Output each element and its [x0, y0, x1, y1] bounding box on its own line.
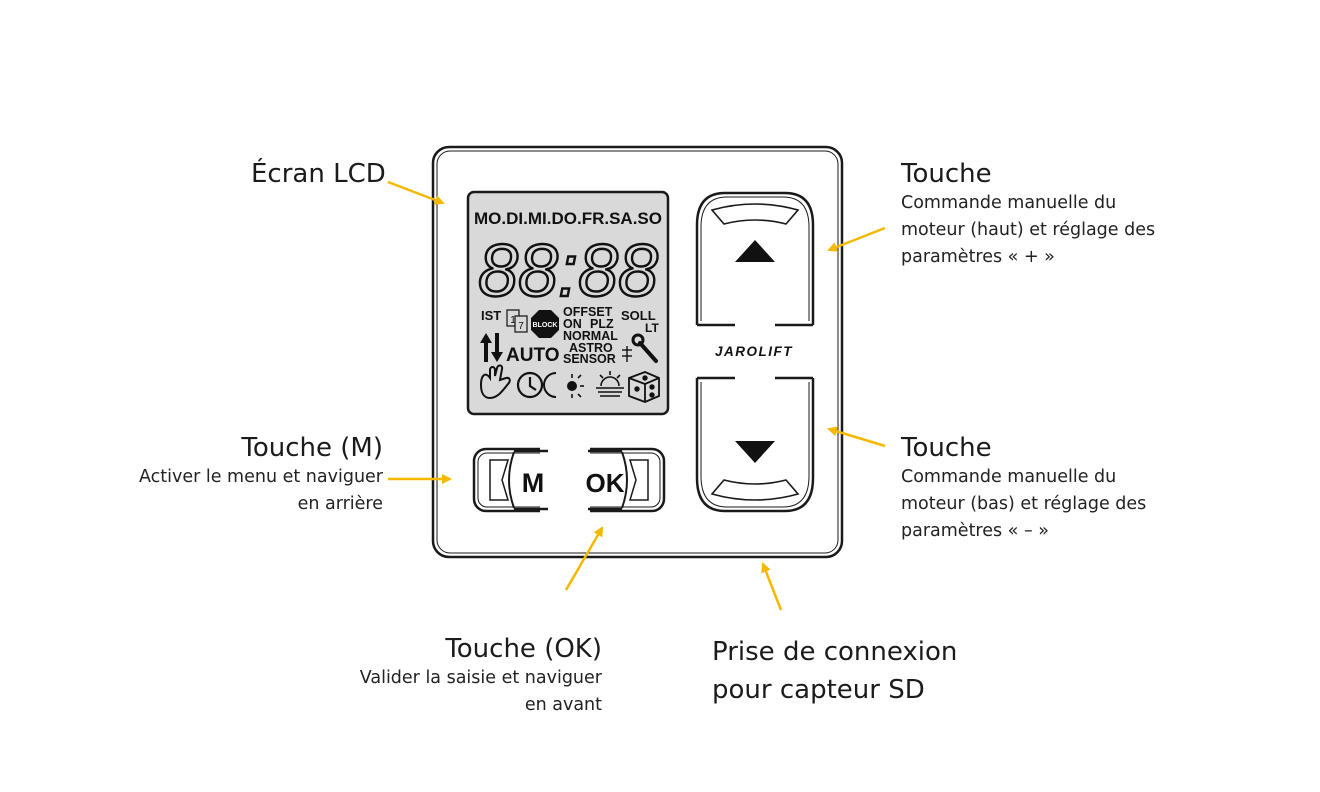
ok-callout-desc-line1: Valider la saisie et naviguer: [359, 668, 602, 688]
sensor-callout-arrow: [761, 562, 783, 611]
ok-callout-title: Touche (OK): [445, 634, 602, 664]
lcd-on: ON: [563, 317, 582, 331]
sunrise-icon: [596, 371, 624, 397]
calendar-day-1: 1: [510, 315, 516, 326]
up-down-arrows-icon: [480, 333, 503, 362]
menu-button-label: M: [522, 468, 545, 498]
up-callout-arrow: [827, 226, 886, 252]
down-callout-desc-line2: moteur (bas) et réglage des: [901, 494, 1147, 514]
sensor-callout-title-line2: pour capteur SD: [712, 675, 925, 705]
calendar-icon: 1 7: [506, 309, 528, 333]
ok-button-label: OK: [586, 468, 625, 498]
block-icon: BLOCK: [531, 310, 559, 338]
ok-callout-arrow: [564, 526, 604, 591]
up-callout-desc-line2: moteur (haut) et réglage des: [901, 220, 1156, 240]
lcd-astro: ASTRO: [569, 341, 613, 355]
lcd-sensor: SENSOR: [563, 352, 616, 366]
lcd-offset: OFFSET: [563, 305, 613, 319]
down-callout: Touche Commande manuelle du moteur (bas)…: [901, 432, 1146, 545]
sensor-callout: Prise de connexion pour capteur SD: [712, 633, 957, 709]
down-button[interactable]: [695, 376, 815, 513]
dice-icon: [628, 371, 660, 403]
menu-callout-title: Touche (M): [241, 433, 383, 463]
sensor-callout-title-line1: Prise de connexion: [712, 637, 958, 667]
down-callout-title: Touche: [901, 433, 992, 463]
moon-sun-icon: [543, 372, 584, 398]
down-callout-desc-line1: Commande manuelle du: [901, 467, 1117, 487]
lcd-normal: NORMAL: [563, 329, 618, 343]
lcd-screen: MO.DI.MI.DO.FR.SA.SO 88:88 IST 1 7 BLOCK…: [466, 190, 670, 416]
calendar-day-7: 7: [518, 321, 524, 332]
menu-ok-button-bar: [472, 440, 666, 520]
ok-button[interactable]: OK: [586, 451, 628, 509]
down-callout-arrow: [827, 426, 886, 448]
callout-arrows: [387, 180, 886, 611]
brand-logo: JAROLIFT: [715, 344, 793, 359]
up-callout-desc-line1: Commande manuelle du: [901, 193, 1117, 213]
lcd-days: MO.DI.MI.DO.FR.SA.SO: [474, 209, 662, 228]
lcd-plz: PLZ: [590, 317, 614, 331]
lcd-lt: LT: [645, 321, 659, 335]
clock-icon: [516, 371, 544, 399]
down-callout-desc-line3: paramètres « – »: [901, 521, 1049, 541]
lcd-callout-title: Écran LCD: [251, 159, 386, 189]
ok-callout-desc-line2: en avant: [524, 695, 602, 715]
frost-icon: [622, 346, 632, 362]
up-callout: Touche Commande manuelle du moteur (haut…: [901, 158, 1155, 271]
up-arrow-icon: [735, 240, 775, 262]
up-button[interactable]: [695, 191, 815, 327]
lcd-digits: 88:88: [478, 229, 658, 312]
menu-button[interactable]: M: [508, 451, 545, 509]
up-callout-desc-line3: paramètres « + »: [901, 247, 1055, 267]
ok-callout: Touche (OK) Valider la saisie et navigue…: [360, 633, 602, 719]
block-label: BLOCK: [533, 322, 558, 329]
menu-callout: Touche (M) Activer le menu et naviguer e…: [139, 432, 383, 518]
down-arrow-icon: [735, 441, 775, 463]
menu-callout-desc-line1: Activer le menu et naviguer: [138, 467, 383, 487]
lcd-soll: SOLL: [621, 308, 656, 323]
lcd-ist: IST: [481, 308, 501, 323]
lcd-auto: AUTO: [506, 345, 559, 366]
wrench-icon: [631, 333, 658, 363]
up-callout-title: Touche: [901, 159, 992, 189]
lcd-callout-arrow: [387, 180, 445, 205]
menu-callout-desc-line2: en arrière: [297, 494, 383, 514]
hand-icon: [479, 364, 511, 400]
